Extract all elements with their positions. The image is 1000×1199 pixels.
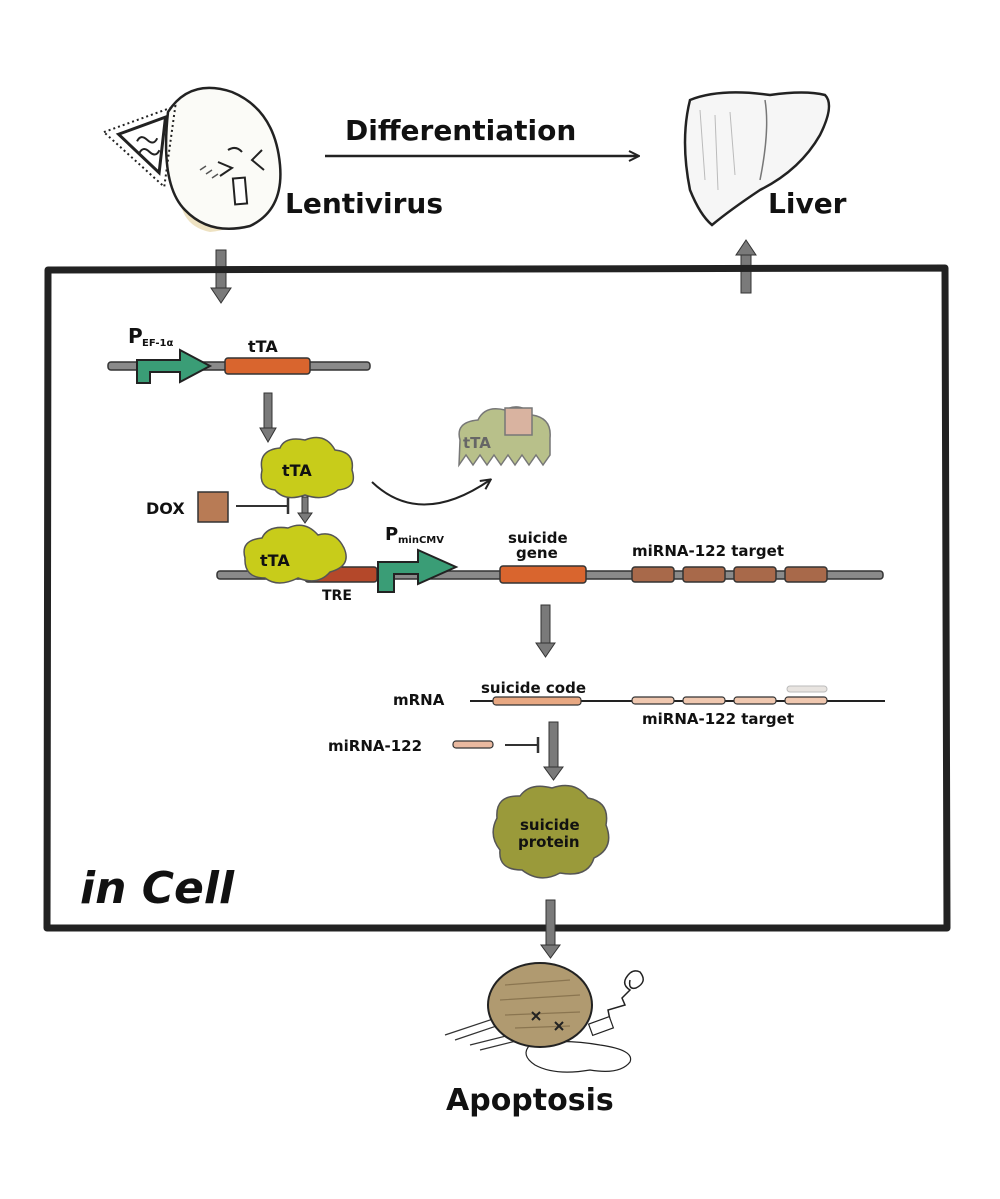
- mrna-strand: [470, 685, 885, 706]
- cell-frame: [43, 264, 951, 932]
- lentivirus-illustration: [102, 86, 282, 232]
- tre-label: TRE: [322, 588, 352, 604]
- mirna-target-dna-label: miRNA-122 target: [632, 542, 784, 560]
- suicide-construct: [216, 548, 884, 593]
- dox-molecule: [197, 491, 229, 523]
- promoter-ef1a-subscript: EF-1α: [142, 338, 173, 349]
- tta-dox-complex: [458, 406, 551, 468]
- mirna122-label: miRNA-122: [328, 737, 422, 755]
- mirna122-molecule: [452, 740, 494, 749]
- apoptosis-arrow: [540, 899, 561, 959]
- expression-arrow-1: [259, 392, 277, 444]
- apoptosis-label: Apoptosis: [446, 1083, 614, 1118]
- binding-arrow: [297, 496, 313, 524]
- dox-label: DOX: [146, 499, 185, 518]
- suicide-gene-label-2: gene: [516, 544, 558, 562]
- translation-arrow: [543, 721, 564, 781]
- dox-inhibition: [236, 498, 290, 514]
- promoter-mincmv-subscript: minCMV: [398, 535, 444, 546]
- suicide-protein-label-1: suicide: [520, 816, 580, 834]
- tta-on-tre-label: tTA: [260, 551, 290, 570]
- liver-illustration: [683, 91, 831, 227]
- lentivirus-label: Lentivirus: [285, 187, 443, 220]
- suicide-code-label: suicide code: [481, 679, 586, 697]
- tta-gene-label: tTA: [248, 337, 278, 356]
- mirna-target-mrna-label: miRNA-122 target: [642, 710, 794, 728]
- transcription-arrow: [535, 604, 556, 658]
- exit-to-liver-arrow: [735, 239, 757, 294]
- suicide-protein-label-2: protein: [518, 833, 580, 851]
- promoter-ef1a-label: P: [128, 324, 143, 348]
- tta-dox-complex-label: tTA: [463, 434, 491, 452]
- entry-arrow: [210, 249, 232, 304]
- apoptosis-illustration: [444, 962, 644, 1073]
- suicide-gene-block: [499, 565, 587, 584]
- suicide-protein: [492, 784, 610, 879]
- liver-label: Liver: [768, 187, 847, 220]
- dox-binding-curve-arrow: [371, 480, 490, 506]
- mrna-label: mRNA: [393, 691, 445, 709]
- differentiation-label: Differentiation: [345, 114, 576, 147]
- mirna-inhibition: [505, 737, 540, 753]
- suicide-gene-label-1: suicide: [508, 529, 568, 547]
- tta-bound-tre: [243, 524, 347, 584]
- in-cell-label: in Cell: [80, 863, 235, 914]
- tta-construct: [107, 348, 371, 384]
- tta-protein-label: tTA: [282, 461, 312, 480]
- tta-protein: [260, 436, 355, 499]
- promoter-mincmv-label: P: [385, 524, 398, 545]
